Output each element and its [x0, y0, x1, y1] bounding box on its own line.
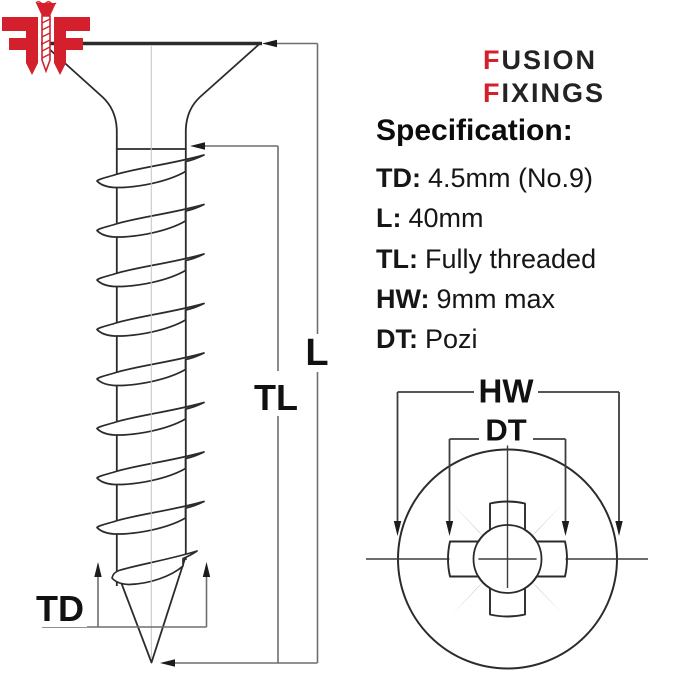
brand-word-fixings: FIXINGS: [483, 77, 605, 110]
pozi-wedge-mark: [452, 581, 484, 615]
logo-f-right: [54, 17, 90, 75]
spec-value: Pozi: [425, 324, 478, 355]
spec-value: Fully threaded: [424, 243, 597, 274]
pozi-wedge-mark: [531, 581, 563, 615]
logo-f-left: [2, 17, 38, 75]
spec-row-hw: HW:9mm max: [376, 279, 596, 319]
spec-label: TL:: [376, 243, 418, 274]
thread-band: [96, 154, 205, 189]
pozi-recess-cross: [447, 500, 568, 618]
arrowhead-down-icon: [445, 521, 454, 536]
thread-bands: [96, 154, 205, 586]
arrowhead-left-icon: [160, 659, 175, 667]
dim-thread-diameter-TD: [42, 562, 211, 628]
dim-label-length: L: [302, 334, 332, 372]
arrowhead-down-icon: [393, 521, 402, 536]
spec-value: 40mm: [408, 203, 484, 234]
pozi-center-lines: [366, 443, 648, 588]
arrowhead-up-icon: [94, 562, 102, 577]
spec-row-tl: TL:Fully threaded: [376, 239, 596, 279]
dim-length-L: [160, 39, 319, 667]
dim-label-drive-type: DT: [482, 414, 530, 446]
brand-rest: USION: [501, 45, 598, 75]
arrowhead-left-icon: [190, 142, 205, 150]
thread-band: [96, 451, 205, 486]
brand-initial: F: [483, 78, 502, 108]
logo-screw-icon: [35, 1, 57, 74]
spec-label: L:: [376, 203, 402, 234]
pozi-wedge-marks: [452, 503, 563, 615]
thread-band: [96, 352, 205, 387]
dim-drive-type-DT: [445, 438, 570, 536]
dim-thread-length-TL: [190, 142, 279, 663]
thread-band-on-tip: [111, 550, 198, 586]
brand-initial: F: [483, 45, 502, 75]
spec-list: TD:4.5mm (No.9) L:40mm TL:Fully threaded…: [376, 158, 596, 359]
spec-row-dt: DT:Pozi: [376, 319, 596, 359]
dim-head-width-HW: [393, 391, 623, 536]
spec-row-td: TD:4.5mm (No.9): [376, 158, 596, 198]
thread-band: [96, 302, 205, 337]
pozi-center-ring: [472, 524, 543, 594]
arrowhead-down-icon: [615, 521, 623, 536]
pozi-wedge-mark: [531, 503, 563, 537]
brand-word-fusion: FUSION: [483, 44, 605, 77]
arrowhead-down-icon: [561, 521, 570, 536]
spec-value: 9mm max: [436, 283, 556, 314]
arrowhead-up-icon: [202, 562, 211, 577]
thread-band: [96, 401, 205, 436]
spec-label: TD:: [376, 163, 421, 193]
fusion-fixings-logo-mark: [2, 1, 90, 75]
thread-band: [96, 203, 205, 238]
spec-value: 4.5mm (No.9): [427, 163, 594, 193]
spec-heading: Specification:: [376, 114, 573, 147]
screw-side-view: [41, 41, 262, 664]
spec-label: DT:: [376, 324, 418, 355]
thread-band: [96, 500, 205, 535]
brand-wordmark: FUSION FIXINGS: [483, 44, 605, 110]
pozi-wedge-mark: [452, 503, 484, 537]
brand-rest: IXINGS: [501, 78, 606, 108]
dim-label-head-width: HW: [475, 374, 537, 408]
thread-band: [96, 253, 205, 288]
dim-label-thread-diameter: TD: [33, 591, 87, 627]
arrowhead-left-icon: [262, 39, 277, 48]
spec-row-l: L:40mm: [376, 198, 596, 238]
dim-label-thread-length: TL: [251, 380, 301, 416]
dimension-lines-side-view: [42, 39, 319, 667]
spec-label: HW:: [376, 283, 430, 314]
pozi-head-view: [366, 391, 648, 670]
